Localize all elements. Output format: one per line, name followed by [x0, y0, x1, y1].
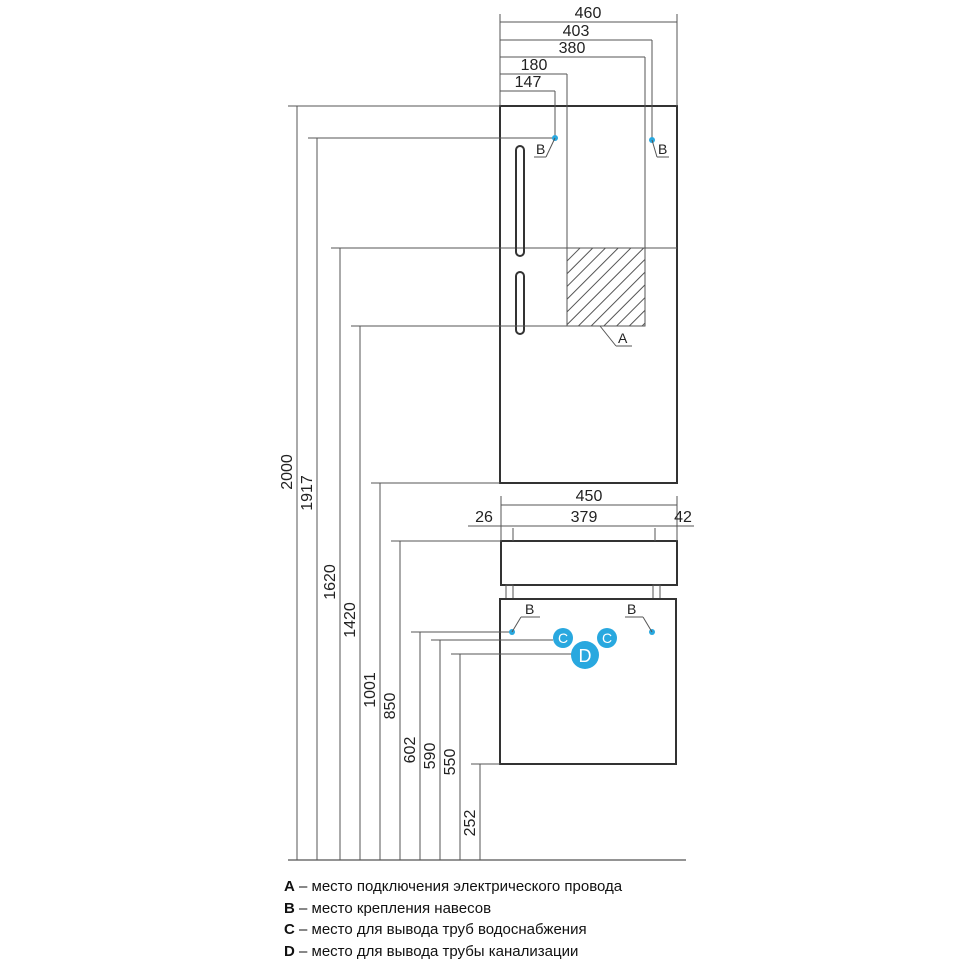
- legend-row-a: A – место подключения электрического про…: [284, 876, 754, 898]
- countertop-tab-left: [505, 584, 514, 600]
- dim-1001: 1001: [362, 672, 379, 708]
- tall-cabinet-body: [499, 105, 678, 484]
- base-cabinet: [499, 528, 678, 765]
- dim-379: 379: [571, 509, 598, 526]
- dim-1420: 1420: [342, 602, 359, 638]
- base-cabinet-body: [499, 598, 677, 765]
- countertop-tab-right: [652, 584, 661, 600]
- legend-row-b: B – место крепления навесов: [284, 898, 754, 920]
- tag-b-base-left: B: [525, 601, 534, 617]
- dim-1917: 1917: [299, 475, 316, 511]
- pipe-markers: C C D: [553, 628, 617, 669]
- legend: A – место подключения электрического про…: [284, 876, 754, 962]
- dim-42: 42: [674, 509, 692, 526]
- legend-letter: D: [284, 942, 295, 960]
- handle-upper: [515, 145, 525, 257]
- mount-markers: B B B B: [509, 135, 669, 635]
- legend-letter: B: [284, 899, 295, 917]
- top-dimensions: 460 403 380 180 147: [499, 5, 678, 106]
- handle-lower: [515, 271, 525, 335]
- legend-row-c: C – место для вывода труб водоснабжения: [284, 919, 754, 941]
- legend-text: – место для вывода трубы канализации: [294, 942, 579, 960]
- tag-c-left: C: [558, 630, 568, 646]
- water-outlet-right-circle: [597, 628, 617, 648]
- legend-letter: A: [284, 878, 295, 895]
- dim-602: 602: [402, 737, 419, 764]
- tag-a: A: [618, 330, 628, 346]
- dim-460: 460: [575, 5, 602, 22]
- dim-147: 147: [515, 74, 542, 91]
- tag-b-top-left: B: [536, 141, 545, 157]
- countertop: [500, 540, 678, 586]
- legend-text: – место крепления навесов: [294, 899, 492, 917]
- dim-850: 850: [382, 693, 399, 720]
- tag-d: D: [579, 646, 592, 666]
- dim-252: 252: [462, 810, 479, 837]
- mount-point-base-left: [509, 629, 515, 635]
- dim-1620: 1620: [322, 564, 339, 600]
- dim-590: 590: [422, 743, 439, 770]
- dim-403: 403: [563, 23, 590, 40]
- legend-row-d: D – место для вывода трубы канализации: [284, 941, 754, 963]
- legend-text: – место для вывода труб водоснабжения: [294, 921, 587, 938]
- tag-b-base-right: B: [627, 601, 636, 617]
- electrical-marker: A: [599, 325, 632, 347]
- hatched-area-a: [566, 247, 646, 327]
- vertical-dimensions: 2000 1917 1620 1420 1001 850 602 590 550: [279, 105, 573, 860]
- drain-outlet-circle: [571, 641, 599, 669]
- legend-text: – место подключения электрического прово…: [294, 878, 623, 895]
- dim-26: 26: [475, 509, 493, 526]
- tag-c-right: C: [602, 630, 612, 646]
- tag-b-top-right: B: [658, 141, 667, 157]
- dim-380: 380: [559, 40, 586, 57]
- dim-450: 450: [576, 488, 603, 505]
- dim-180: 180: [521, 57, 548, 74]
- base-dimensions: 450 26 379 42: [468, 488, 694, 541]
- dim-550: 550: [442, 749, 459, 776]
- tall-cabinet: [499, 40, 678, 484]
- legend-letter: C: [284, 921, 295, 938]
- water-outlet-left-circle: [553, 628, 573, 648]
- dim-2000: 2000: [279, 454, 296, 490]
